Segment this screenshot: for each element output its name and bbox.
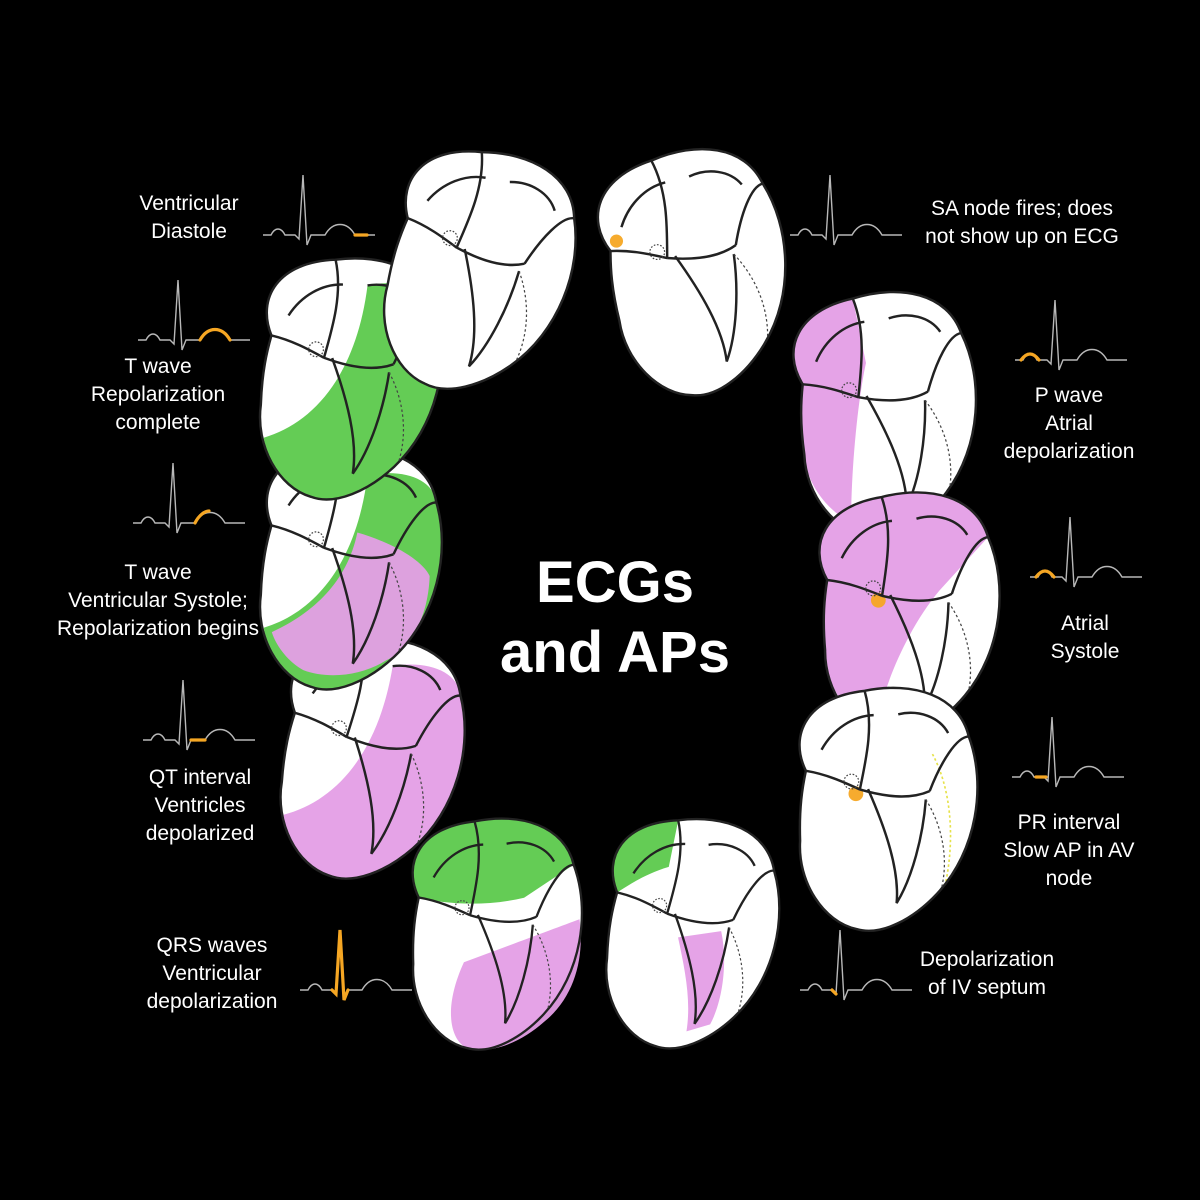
sa-node-line-1: SA node fires; does: [930, 197, 1114, 220]
heart-body: [384, 151, 576, 389]
heart-septum: [602, 814, 784, 1054]
pr-interval-line-2: Slow AP in AV: [1003, 839, 1135, 862]
heart-diastole: [369, 136, 592, 409]
sa-node-line-2: not show up on ECG: [925, 225, 1119, 248]
ecg-atrial-systole: [1030, 516, 1142, 588]
label-diastole: Ventricular Diastole: [139, 190, 238, 246]
activation-region: [271, 532, 430, 676]
ecg-highlight: [1034, 569, 1056, 579]
title-line-2: and APs: [500, 620, 730, 685]
ecg-traces: [133, 174, 1142, 1001]
p-wave-line-1: P wave: [1034, 384, 1104, 407]
activation-region: [609, 234, 624, 248]
heart-pr-interval: [793, 683, 984, 935]
ecg-trace: [263, 174, 375, 246]
qrs-line-2: Ventricular: [162, 962, 262, 985]
diastole-line-2: Diastole: [151, 220, 227, 243]
ecg-qt: [143, 679, 255, 751]
activation-region: [451, 919, 581, 1050]
heart-p-wave: [781, 280, 996, 548]
qt-line-2: Ventricles: [154, 794, 246, 817]
septum-line-2: of IV septum: [928, 976, 1046, 999]
heart-body: [597, 149, 786, 396]
ecg-trace: [790, 174, 902, 246]
heart-qt: [273, 631, 473, 888]
heart-atrial-systole: [810, 484, 1013, 744]
diastole-line-1: Ventricular: [139, 192, 239, 215]
activation-region: [412, 818, 574, 904]
ecg-t-wave-complete: [138, 279, 250, 351]
ecg-trace: [133, 462, 245, 534]
activation-region: [793, 298, 866, 523]
ecg-highlight: [830, 988, 838, 996]
ecg-p-wave: [1015, 299, 1127, 371]
t-wave-complete-line-1: T wave: [124, 355, 192, 378]
activation-region: [612, 820, 679, 893]
ecg-highlight: [330, 929, 350, 1001]
pr-interval-line-1: PR interval: [1017, 811, 1121, 834]
label-p-wave: P wave Atrial depolarization: [1004, 382, 1135, 466]
heart-t-wave-begin: [255, 443, 447, 695]
label-t-wave-complete: T wave Repolarization complete: [91, 353, 225, 437]
ecg-trace: [1030, 516, 1142, 588]
heart-qrs: [406, 814, 588, 1053]
ecg-trace: [143, 679, 255, 751]
ecg-trace: [138, 279, 250, 351]
label-sa-node: SA node fires; does not show up on ECG: [925, 195, 1119, 251]
label-qrs: QRS waves Ventricular depolarization: [147, 932, 278, 1016]
t-wave-begin-line-1: T wave: [124, 561, 192, 584]
activation-region: [678, 931, 725, 1032]
ecg-trace: [300, 929, 412, 1001]
heart-ring: [255, 130, 1013, 1054]
p-wave-line-3: depolarization: [1003, 440, 1135, 463]
qrs-line-1: QRS waves: [156, 934, 268, 957]
ecg-highlight: [198, 327, 232, 342]
heart-sa-node: [581, 130, 817, 412]
ecg-sa-node: [790, 174, 902, 246]
activation-region: [819, 492, 989, 728]
t-wave-complete-line-2: Repolarization: [90, 383, 226, 406]
septum-line-1: Depolarization: [919, 948, 1055, 971]
ecg-trace: [1012, 716, 1124, 788]
ecg-t-wave-begin: [133, 462, 245, 534]
label-qt: QT interval Ventricles depolarized: [146, 764, 255, 848]
heart-body: [799, 687, 978, 931]
title-line-1: ECGs: [536, 550, 694, 615]
label-t-wave-begin: T wave Ventricular Systole; Repolarizati…: [57, 559, 259, 643]
qt-line-3: depolarized: [145, 822, 255, 845]
ecg-diastole: [263, 174, 375, 246]
t-wave-begin-line-2: Ventricular Systole;: [68, 589, 248, 612]
atrial-systole-line-2: Systole: [1050, 640, 1120, 663]
ecg-highlight: [193, 509, 211, 525]
pr-interval-line-3: node: [1045, 867, 1093, 890]
ecg-pr-interval: [1012, 716, 1124, 788]
t-wave-complete-line-3: complete: [115, 411, 201, 434]
qt-line-1: QT interval: [148, 766, 252, 789]
ecg-trace: [800, 929, 912, 1001]
t-wave-begin-line-3: Repolarization begins: [57, 617, 259, 640]
label-atrial-systole: Atrial Systole: [1051, 610, 1120, 666]
heart-body: [606, 819, 780, 1049]
atrial-systole-line-1: Atrial: [1061, 612, 1109, 635]
page-title: ECGs and APs: [500, 548, 730, 688]
activation-region: [283, 664, 465, 879]
ecg-septum: [800, 929, 912, 1001]
label-pr-interval: PR interval Slow AP in AV node: [1003, 809, 1134, 893]
p-wave-line-2: Atrial: [1045, 412, 1093, 435]
ecg-highlight: [1019, 352, 1041, 362]
ecg-trace: [1015, 299, 1127, 371]
label-septum: Depolarization of IV septum: [920, 946, 1054, 1002]
ecg-qrs: [300, 929, 412, 1001]
qrs-line-3: depolarization: [146, 990, 278, 1013]
